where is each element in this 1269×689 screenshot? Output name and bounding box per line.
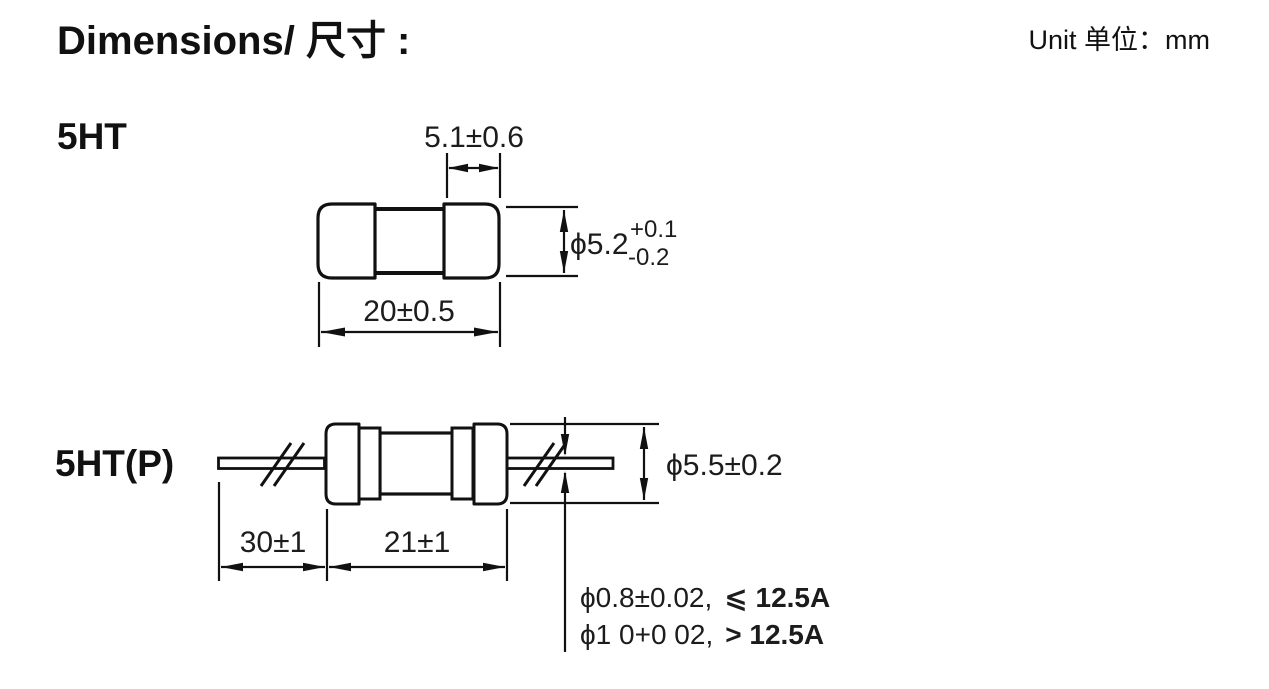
5htp-lead-note-small-current: ϕ0.8±0.02, ⩽ 12.5A	[580, 581, 830, 614]
5ht-cap-width-dimension: 5.1±0.6	[424, 121, 524, 154]
fuse-5htp-label: 5HT(P)	[55, 443, 175, 484]
5htp-diameter-dimension: ϕ5.5±0.2	[666, 449, 783, 482]
fuse-5htp-drawing	[217, 417, 659, 652]
5ht-length-dimension: 20±0.5	[363, 295, 455, 328]
5htp-lead-note1-condition: ⩽ 12.5A	[724, 582, 831, 613]
5ht-diameter-tolerance-minus: -0.2	[628, 244, 670, 271]
5htp-body-length-dimension: 21±1	[383, 526, 451, 559]
page-title: Dimensions/ 尺寸 :	[57, 19, 411, 63]
5htp-lead-note2-spec: ϕ1 0+0 02,	[580, 619, 714, 650]
5ht-diameter-dimension: ϕ5.2	[570, 228, 629, 261]
unit-label: Unit 单位：mm	[1028, 25, 1211, 55]
5htp-lead-note1-spec: ϕ0.8±0.02,	[580, 582, 713, 613]
5ht-diameter-tolerance-plus: +0.1	[630, 216, 678, 243]
fuse-5ht-label: 5HT	[57, 116, 127, 157]
5htp-lead-note-large-current: ϕ1 0+0 02, > 12.5A	[580, 619, 824, 651]
5htp-lead-length-dimension: 30±1	[239, 526, 307, 559]
5htp-lead-note2-condition: > 12.5A	[725, 619, 825, 650]
fuse-5ht-drawing	[316, 153, 578, 347]
